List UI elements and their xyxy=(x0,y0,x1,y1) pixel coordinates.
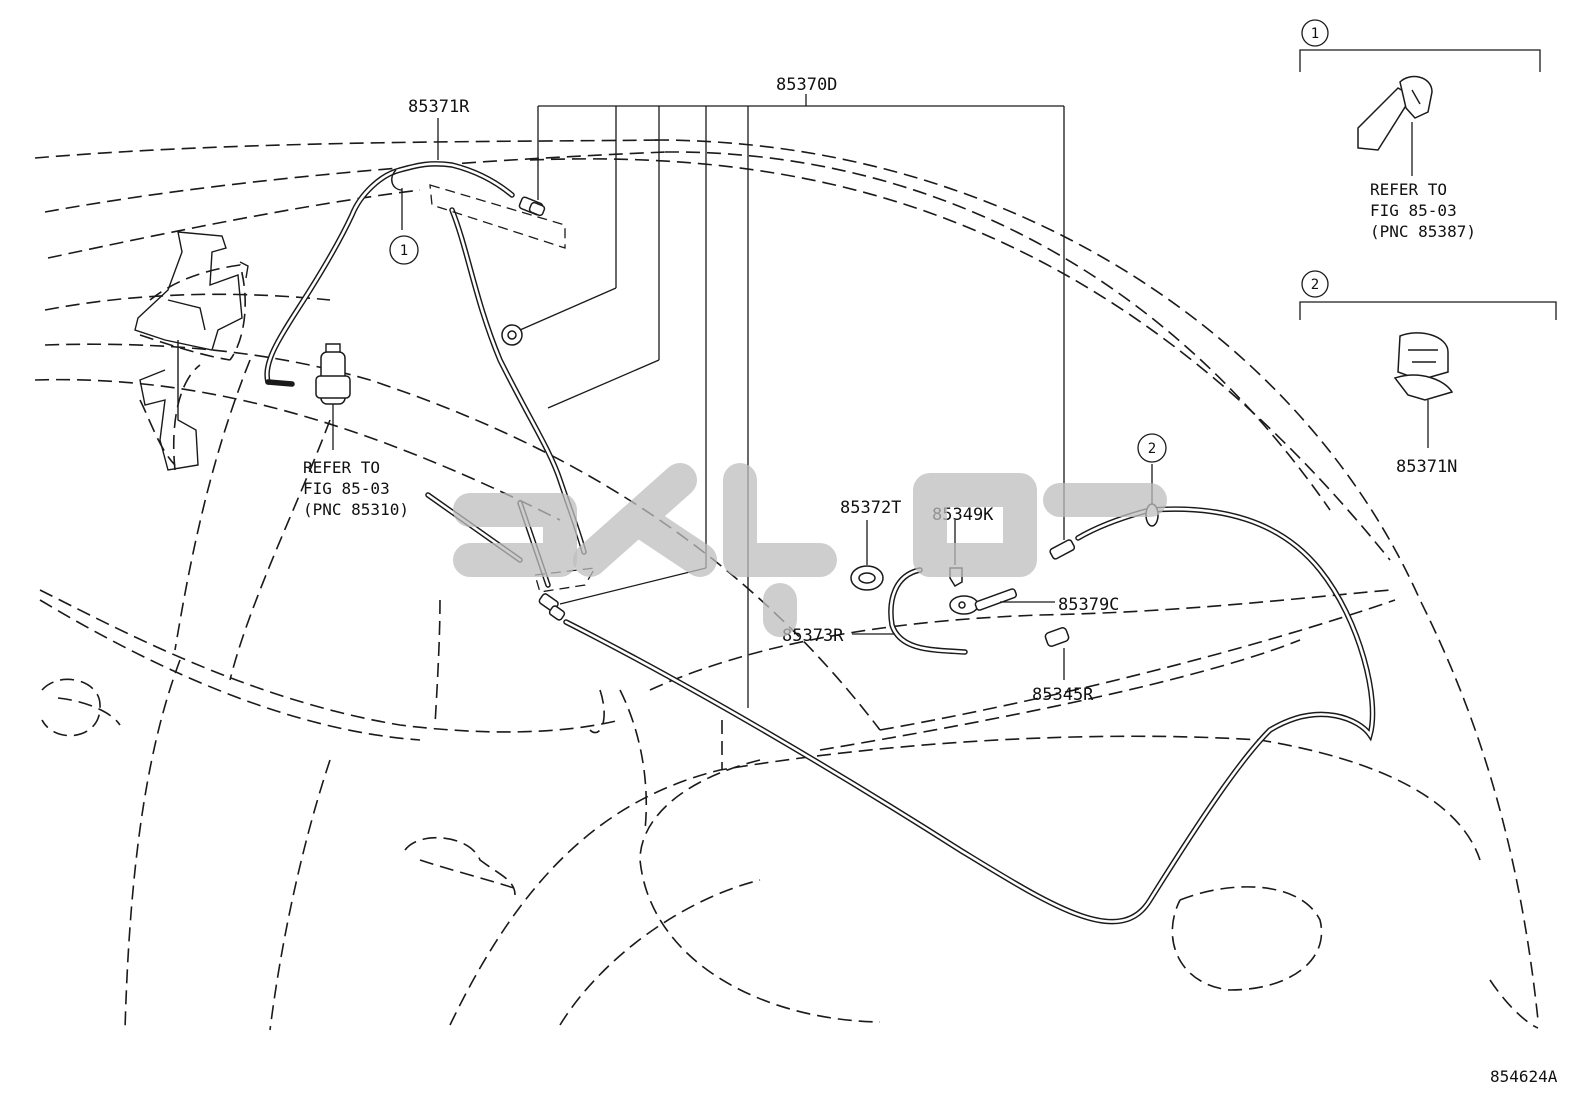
nozzle-clip xyxy=(501,324,523,346)
label-85349K: 85349K xyxy=(932,505,994,525)
callout-marker-1: 1 xyxy=(389,235,419,265)
inset-1: 1 REFER TO FIG 85-03 (PNC 85387) xyxy=(1299,19,1541,241)
grommet-85372T xyxy=(850,565,884,591)
hose-85373R xyxy=(888,567,968,655)
inset-1-nozzle-drawing xyxy=(1357,75,1433,151)
washer-tank xyxy=(134,231,249,471)
watermark-logo xyxy=(453,463,1167,637)
refer-pump-line2: FIG 85-03 xyxy=(303,479,390,498)
nozzle-85379C xyxy=(949,588,1018,615)
inset-2: 2 85371N xyxy=(1299,270,1557,477)
connector-upper xyxy=(429,184,566,249)
clamp-ring-1 xyxy=(391,169,403,230)
connector-rear xyxy=(1049,539,1076,560)
refer-pump-line3: (PNC 85310) xyxy=(303,500,409,519)
connector-mid xyxy=(534,567,597,621)
refer-note-pump: REFER TO FIG 85-03 (PNC 85310) xyxy=(303,458,409,519)
inset-2-marker: 2 xyxy=(1311,277,1319,293)
label-85371R: 85371R xyxy=(408,97,470,117)
label-85370D: 85370D xyxy=(776,75,837,95)
callout-marker-2: 2 xyxy=(1137,433,1167,463)
inset-1-marker: 1 xyxy=(1311,26,1319,42)
check-valve-85345R xyxy=(1044,627,1070,647)
callout-marker-2-text: 2 xyxy=(1148,441,1156,457)
figure-id: 854624A xyxy=(1490,1067,1558,1086)
inset-2-clamp-drawing xyxy=(1393,332,1454,401)
inset-1-line2: FIG 85-03 xyxy=(1370,201,1457,220)
refer-pump-line1: REFER TO xyxy=(303,458,380,477)
inset-1-line1: REFER TO xyxy=(1370,180,1447,199)
label-85372T: 85372T xyxy=(840,498,901,518)
label-85345R: 85345R xyxy=(1032,685,1094,705)
leader-85370D xyxy=(519,94,1065,708)
callout-marker-1-text: 1 xyxy=(400,243,408,259)
label-85373R: 85373R xyxy=(782,626,844,646)
inset-1-line3: (PNC 85387) xyxy=(1370,222,1476,241)
washer-pump xyxy=(315,343,351,450)
label-85371N: 85371N xyxy=(1396,457,1457,477)
label-85379C: 85379C xyxy=(1058,595,1119,615)
